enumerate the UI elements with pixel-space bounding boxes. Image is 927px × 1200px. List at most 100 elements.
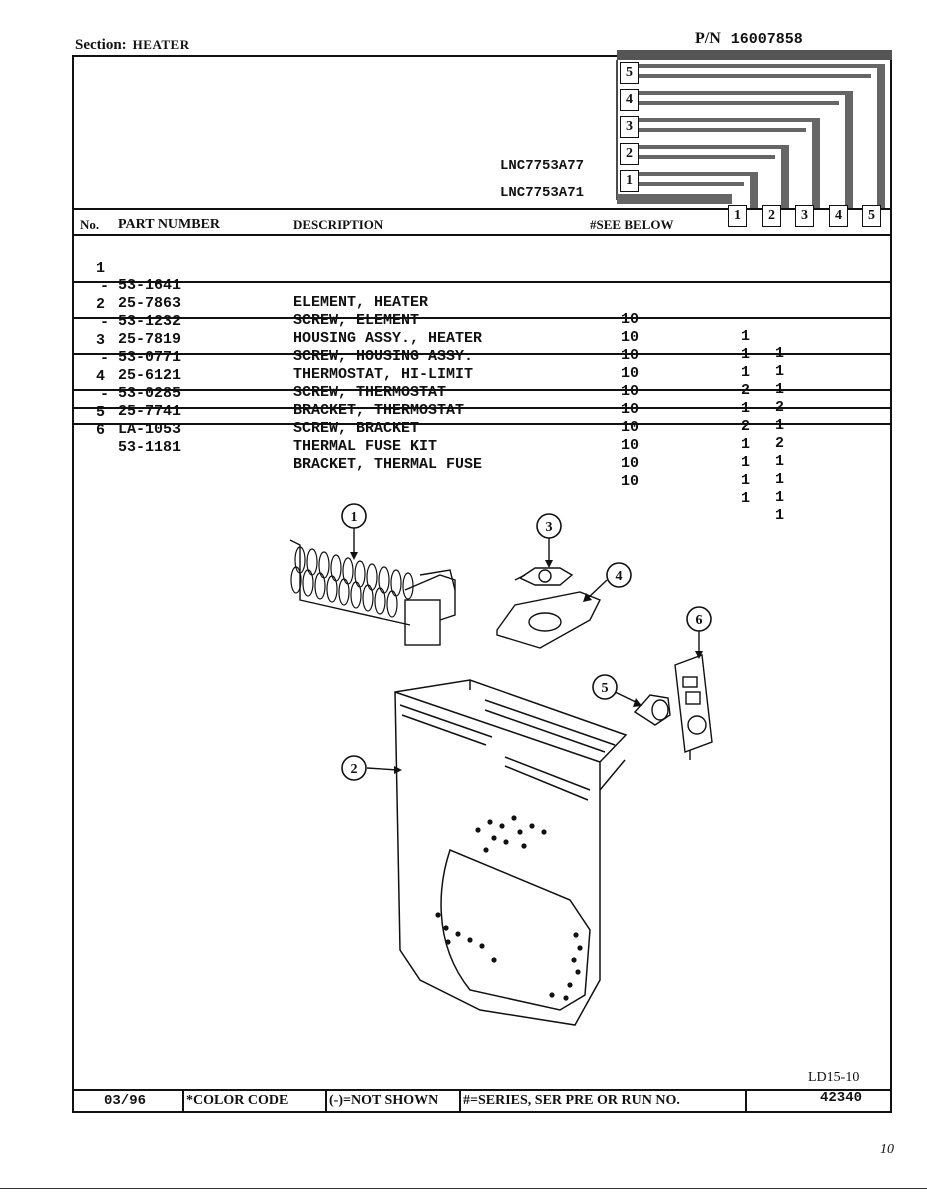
parts-table: 1 53-1641 ELEMENT, HEATER 10 1 1 - 25-78… bbox=[0, 240, 927, 524]
diagram-code: LD15-10 bbox=[808, 1070, 860, 1085]
row-no: 6 bbox=[96, 422, 106, 439]
row-qty-series-2: 2 bbox=[775, 435, 785, 452]
row-description: BRACKET, THERMAL FUSE bbox=[293, 456, 483, 473]
col-header-description: DESCRIPTION bbox=[293, 217, 384, 232]
row-part-number: 53-1181 bbox=[118, 439, 182, 456]
row-description: HOUSING ASSY., HEATER bbox=[293, 330, 483, 347]
row-qty-series-1: 2 bbox=[741, 382, 751, 399]
row-divider bbox=[72, 317, 892, 319]
row-qty-series-2: 1 bbox=[775, 417, 785, 434]
housing-holes bbox=[435, 815, 583, 1001]
pn-value: 16007858 bbox=[730, 31, 803, 48]
row-divider bbox=[72, 281, 892, 283]
pn-label-text: P/N bbox=[695, 30, 721, 47]
heater-element-drawing bbox=[289, 539, 456, 646]
footer-not-shown: (-)=NOT SHOWN bbox=[329, 1093, 439, 1108]
row-description: SCREW, ELEMENT bbox=[293, 312, 420, 329]
table-row: 5 LA-1053 THERMAL FUSE KIT 10 1 1 bbox=[0, 387, 784, 523]
col-header-part-number: PART NUMBER bbox=[118, 217, 221, 232]
row-qty-series-1: 1 bbox=[741, 436, 751, 453]
table-row: 1 53-1641 ELEMENT, HEATER 10 1 1 bbox=[0, 243, 784, 379]
callout-circles bbox=[341, 503, 712, 781]
thermostat-drawing bbox=[514, 567, 574, 586]
series-staircase bbox=[72, 50, 892, 210]
heater-housing-drawing bbox=[394, 679, 628, 1026]
row-description: THERMOSTAT, HI-LIMIT bbox=[293, 366, 474, 383]
row-no: - bbox=[100, 314, 110, 331]
row-no: 1 bbox=[96, 260, 106, 277]
scan-edge-line bbox=[0, 1188, 927, 1189]
row-description: BRACKET, THERMOSTAT bbox=[293, 402, 465, 419]
footer-series-note: #=SERIES, SER PRE OR RUN NO. bbox=[463, 1093, 680, 1108]
callout-label: 4 bbox=[616, 569, 623, 584]
row-part-number: 53-0771 bbox=[118, 349, 182, 366]
row-qty-series-1: 1 bbox=[741, 472, 751, 489]
col-header-no: No. bbox=[80, 217, 100, 232]
model-name: LNC7753A77 bbox=[500, 158, 585, 174]
callout-label: 1 bbox=[351, 510, 358, 525]
part-number-header: P/N 16007858 bbox=[695, 30, 803, 48]
row-description: THERMAL FUSE KIT bbox=[293, 438, 438, 455]
footer-divider bbox=[459, 1089, 461, 1113]
footer-date: 03/96 bbox=[104, 1093, 147, 1109]
series-column-label: 3 bbox=[795, 205, 814, 227]
row-see-below: 10 bbox=[621, 401, 640, 418]
series-column-label: 1 bbox=[728, 205, 747, 227]
series-box: 2 bbox=[620, 143, 639, 165]
series-box: 1 bbox=[620, 170, 639, 192]
row-qty-series-2: 1 bbox=[775, 363, 785, 380]
row-description: ELEMENT, HEATER bbox=[293, 294, 429, 311]
series-box: 3 bbox=[620, 116, 639, 138]
row-see-below: 10 bbox=[621, 329, 640, 346]
series-box: 5 bbox=[620, 62, 639, 84]
callout-label: 3 bbox=[546, 520, 553, 535]
exploded-parts-diagram: 1 2 3 4 5 6 bbox=[289, 503, 713, 1026]
footer-number: 42340 bbox=[820, 1090, 863, 1106]
series-column-label: 5 bbox=[862, 205, 881, 227]
row-qty-series-2: 1 bbox=[775, 453, 785, 470]
row-part-number: 53-1232 bbox=[118, 313, 182, 330]
row-qty-series-1: 1 bbox=[741, 400, 751, 417]
footer-top-line bbox=[72, 1089, 892, 1091]
row-qty-series-1: 1 bbox=[741, 346, 751, 363]
section-value: HEATER bbox=[132, 37, 190, 52]
row-divider bbox=[72, 389, 892, 391]
row-part-number: 25-7863 bbox=[118, 295, 182, 312]
header-divider bbox=[72, 234, 892, 236]
thermostat-bracket-drawing bbox=[496, 591, 601, 649]
row-no: 2 bbox=[96, 296, 106, 313]
row-part-number: 25-7741 bbox=[118, 403, 182, 420]
col-header-see-below: #SEE BELOW bbox=[590, 217, 674, 232]
row-qty-series-1: 1 bbox=[741, 328, 751, 345]
row-qty-series-1: 1 bbox=[741, 364, 751, 381]
row-qty-series-2: 1 bbox=[775, 489, 785, 506]
row-see-below: 10 bbox=[621, 311, 640, 328]
row-description: SCREW, THERMOSTAT bbox=[293, 384, 447, 401]
row-no: - bbox=[100, 350, 110, 367]
table-row: - 25-7819 SCREW, HOUSING ASSY. 10 2 2 bbox=[0, 297, 784, 433]
row-qty-series-1: 2 bbox=[741, 418, 751, 435]
series-column-label: 4 bbox=[829, 205, 848, 227]
page-mark: 10 bbox=[880, 1142, 894, 1157]
footer-divider bbox=[745, 1089, 747, 1113]
table-bottom-line bbox=[72, 423, 892, 425]
table-row: 6 53-1181 BRACKET, THERMAL FUSE 10 1 1 bbox=[0, 405, 784, 541]
row-part-number: LA-1053 bbox=[118, 421, 182, 438]
row-part-number: 53-1641 bbox=[118, 277, 182, 294]
row-description: SCREW, HOUSING ASSY. bbox=[293, 348, 474, 365]
row-divider bbox=[72, 353, 892, 355]
row-qty-series-1: 1 bbox=[741, 490, 751, 507]
row-qty-series-1: 1 bbox=[741, 454, 751, 471]
row-qty-series-2: 1 bbox=[775, 471, 785, 488]
row-no: 3 bbox=[96, 332, 106, 349]
footer-color-code: *COLOR CODE bbox=[186, 1093, 289, 1108]
thermal-fuse-drawing bbox=[633, 694, 671, 726]
section-label: Section:HEATER bbox=[75, 37, 190, 54]
row-part-number: 53-0285 bbox=[118, 385, 182, 402]
row-part-number: 25-7819 bbox=[118, 331, 182, 348]
row-no: - bbox=[100, 278, 110, 295]
parts-sheet-frame bbox=[72, 55, 892, 1113]
row-see-below: 10 bbox=[621, 455, 640, 472]
row-part-number: 25-6121 bbox=[118, 367, 182, 384]
row-no: 4 bbox=[96, 368, 106, 385]
